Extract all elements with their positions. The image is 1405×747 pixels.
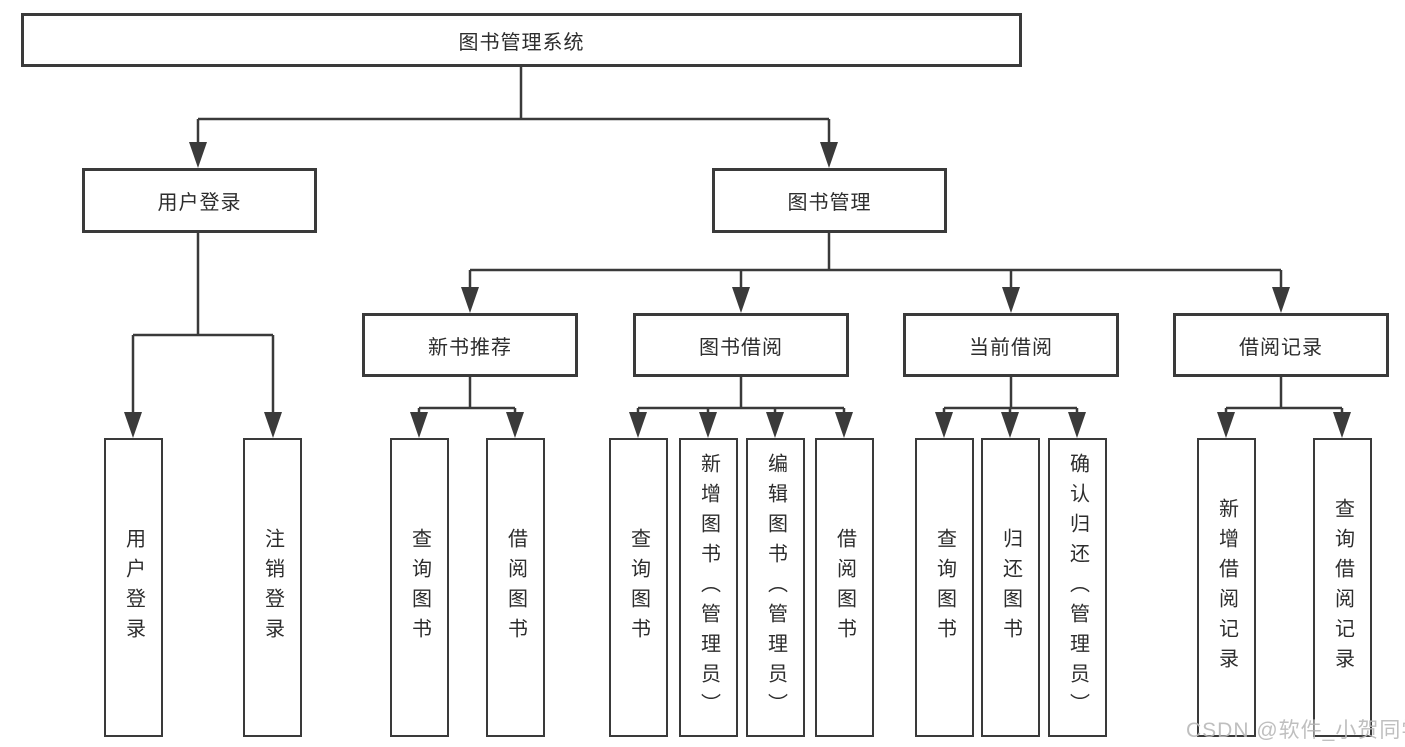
leaf-return-book: 归还图书 (981, 438, 1040, 737)
arrow-icon (699, 412, 717, 438)
node-label: 图书借阅 (699, 336, 783, 359)
leaf-label: 编辑图书（管理员） (764, 452, 787, 723)
leaf-confirm-return-admin: 确认归还（管理员） (1048, 438, 1107, 737)
node-root-system: 图书管理系统 (21, 13, 1022, 67)
node-label: 当前借阅 (969, 336, 1053, 359)
leaf-query-borrow-record: 查询借阅记录 (1313, 438, 1372, 737)
arrow-icon (1333, 412, 1351, 438)
leaf-query-books-recommend: 查询图书 (390, 438, 449, 737)
leaf-add-book-admin: 新增图书（管理员） (679, 438, 738, 737)
node-label: 新书推荐 (428, 336, 512, 359)
leaf-label: 借阅图书 (833, 527, 856, 648)
leaf-label: 确认归还（管理员） (1066, 452, 1089, 723)
node-book-management: 图书管理 (712, 168, 947, 233)
leaf-add-borrow-record: 新增借阅记录 (1197, 438, 1256, 737)
arrow-icon (189, 142, 207, 168)
leaf-label: 借阅图书 (504, 527, 527, 648)
leaf-label: 用户登录 (122, 527, 145, 648)
leaf-label: 查询图书 (933, 527, 956, 648)
arrow-icon (629, 412, 647, 438)
leaf-query-books-borrow: 查询图书 (609, 438, 668, 737)
arrow-icon (1001, 412, 1019, 438)
node-label: 借阅记录 (1239, 336, 1323, 359)
node-current-borrow: 当前借阅 (903, 313, 1119, 377)
arrow-icon (461, 287, 479, 313)
node-borrow-records: 借阅记录 (1173, 313, 1389, 377)
leaf-label: 归还图书 (999, 527, 1022, 648)
leaf-edit-book-admin: 编辑图书（管理员） (746, 438, 805, 737)
node-user-login: 用户登录 (82, 168, 317, 233)
arrow-icon (506, 412, 524, 438)
watermark: CSDN @软件_小贺同学 (1186, 719, 1405, 742)
leaf-label: 查询借阅记录 (1331, 497, 1354, 678)
node-book-borrow: 图书借阅 (633, 313, 849, 377)
leaf-label: 新增图书（管理员） (697, 452, 720, 723)
leaf-borrow-books-recommend: 借阅图书 (486, 438, 545, 737)
leaf-query-books-current: 查询图书 (915, 438, 974, 737)
arrow-icon (410, 412, 428, 438)
arrow-icon (124, 412, 142, 438)
arrow-icon (1272, 287, 1290, 313)
arrow-icon (1002, 287, 1020, 313)
leaf-label: 注销登录 (261, 527, 284, 648)
arrow-icon (935, 412, 953, 438)
arrow-icon (766, 412, 784, 438)
arrowheads (124, 142, 1351, 438)
arrow-icon (1217, 412, 1235, 438)
leaf-logout: 注销登录 (243, 438, 302, 737)
arrow-icon (264, 412, 282, 438)
leaf-label: 查询图书 (627, 527, 650, 648)
node-label: 用户登录 (157, 192, 242, 214)
leaf-user-login: 用户登录 (104, 438, 163, 737)
arrow-icon (835, 412, 853, 438)
leaf-label: 新增借阅记录 (1215, 497, 1238, 678)
node-label: 图书管理 (787, 192, 872, 214)
node-label: 图书管理系统 (458, 31, 585, 54)
arrow-icon (820, 142, 838, 168)
arrow-icon (732, 287, 750, 313)
leaf-label: 查询图书 (408, 527, 431, 648)
leaf-borrow-books: 借阅图书 (815, 438, 874, 737)
node-new-book-recommend: 新书推荐 (362, 313, 578, 377)
arrow-icon (1068, 412, 1086, 438)
